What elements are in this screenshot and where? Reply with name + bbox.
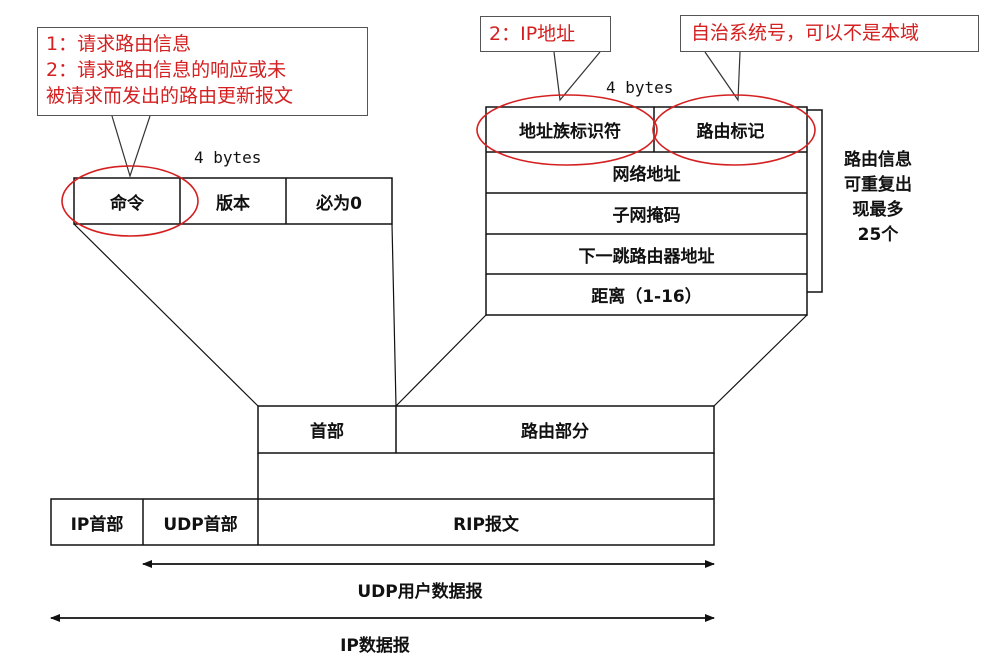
packet-row-box: [50, 498, 715, 546]
route-tag-callout: 自治系统号，可以不是本域: [680, 15, 979, 52]
command-field: 命令: [110, 193, 144, 214]
highlight-ellipses: [61, 94, 816, 237]
udp-header-field: UDP首部: [163, 514, 238, 535]
repeat-bracket: [807, 109, 823, 293]
must-be-zero-field: 必为0: [316, 193, 362, 214]
repeat-note-line: 可重复出: [844, 175, 912, 195]
expansion-lines: [73, 223, 808, 407]
ip-datagram-label: IP数据报: [340, 635, 410, 656]
command-callout: 1：请求路由信息 2：请求路由信息的响应或未 被请求而发出的路由更新报文: [37, 27, 368, 116]
callout-tails: [111, 51, 741, 178]
route-entry-box: [485, 106, 808, 316]
callout-line: 2：请求路由信息的响应或未: [46, 59, 287, 81]
subnet-mask-field: 子网掩码: [612, 206, 681, 226]
version-field: 版本: [216, 193, 250, 214]
rip-header-field: 首部: [310, 422, 344, 442]
header-width-label: 4 bytes: [194, 148, 262, 167]
repeat-note-line: 路由信息: [844, 150, 912, 170]
callout-line: 1：请求路由信息: [46, 33, 192, 55]
repeat-note: 路由信息 可重复出 现最多 25个: [828, 148, 928, 248]
header-fields-box: [73, 177, 393, 225]
address-family-field: 地址族标识符: [519, 122, 621, 142]
repeat-note-line: 25个: [857, 225, 899, 245]
callout-line: 被请求而发出的路由更新报文: [46, 85, 294, 107]
entry-width-label: 4 bytes: [606, 78, 674, 97]
repeat-note-line: 现最多: [852, 200, 904, 220]
network-address-field: 网络地址: [612, 165, 681, 185]
next-hop-field: 下一跳路由器地址: [578, 246, 715, 267]
ip-header-field: IP首部: [70, 514, 124, 535]
routing-part-field: 路由部分: [521, 422, 589, 442]
udp-datagram-label: UDP用户数据报: [357, 581, 483, 602]
rip-message-box: [257, 405, 715, 454]
route-tag-field: 路由标记: [696, 122, 765, 142]
ip-address-callout: 2：IP地址: [480, 16, 611, 52]
distance-field: 距离（1-16）: [591, 287, 702, 307]
rip-message-field: RIP报文: [453, 514, 519, 535]
